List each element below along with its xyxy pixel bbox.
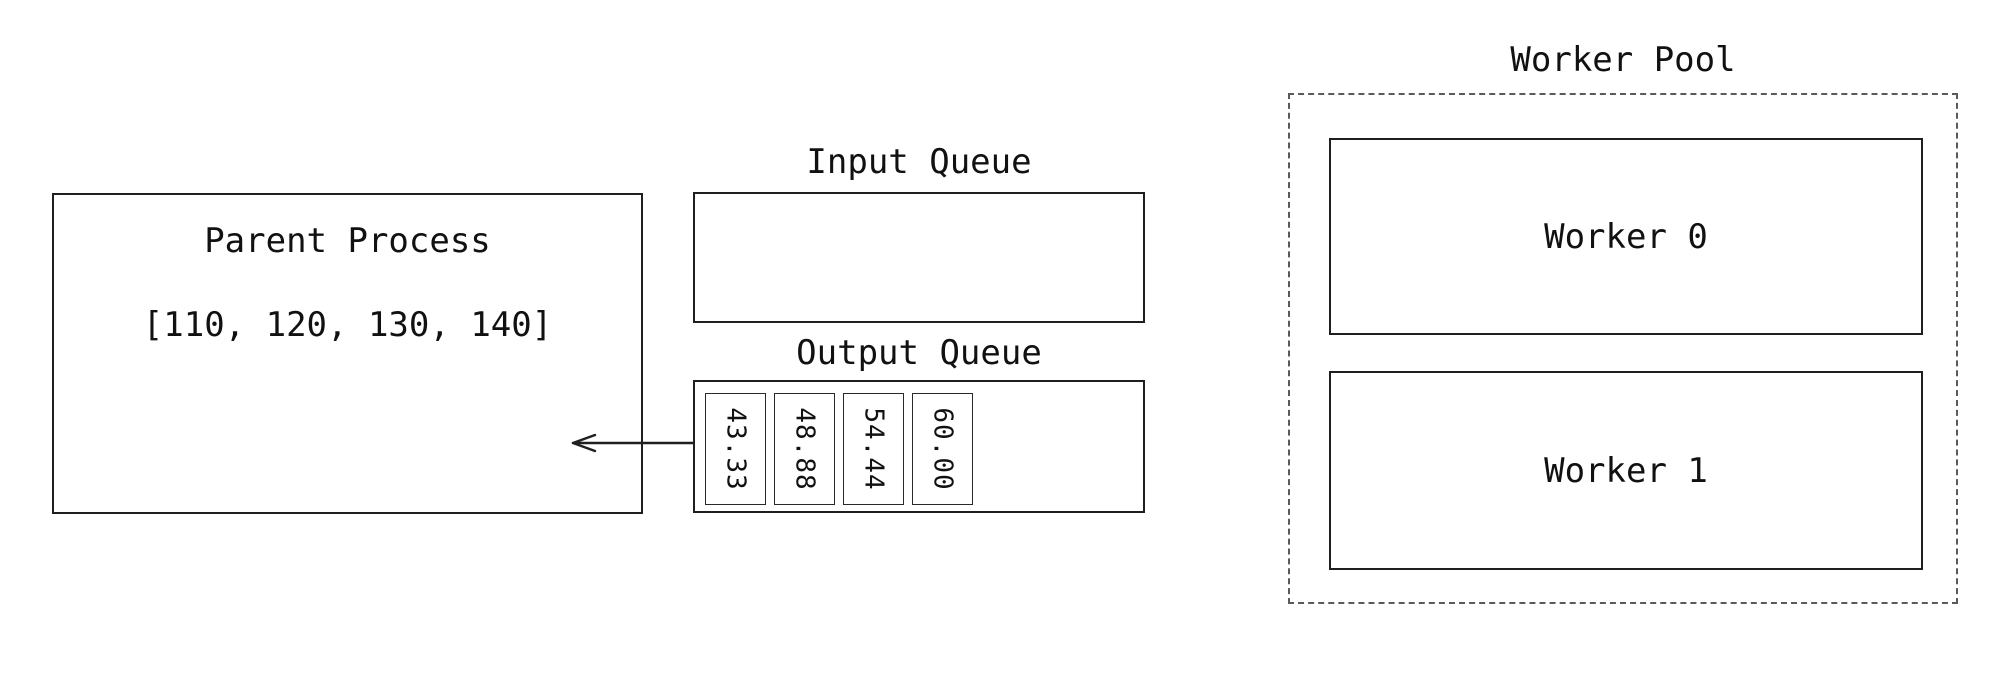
worker-1-label: Worker 1: [1544, 450, 1708, 491]
input-queue-box: [693, 192, 1145, 323]
output-queue-item: 60.00: [912, 393, 973, 505]
worker-0-label: Worker 0: [1544, 216, 1708, 257]
output-queue-item: 48.88: [774, 393, 835, 505]
output-queue-item-value: 60.00: [927, 407, 958, 491]
parent-process-box: Parent Process [110, 120, 130, 140]: [52, 193, 643, 514]
output-queue-item-value: 54.44: [858, 407, 889, 491]
output-to-parent-arrow: [566, 431, 694, 455]
parent-process-data-list: [110, 120, 130, 140]: [142, 305, 553, 345]
output-queue-item-value: 43.33: [720, 407, 751, 491]
worker-pool-title: Worker Pool: [1510, 40, 1736, 80]
output-queue-title: Output Queue: [796, 333, 1042, 373]
parent-process-title: Parent Process: [204, 221, 491, 261]
arrow-left-icon: [571, 433, 694, 453]
worker-pool-container: Worker 0 Worker 1: [1288, 93, 1958, 604]
input-queue-title: Input Queue: [806, 142, 1032, 182]
worker-1-box: Worker 1: [1329, 371, 1923, 570]
output-queue-item: 43.33: [705, 393, 766, 505]
output-queue-item: 54.44: [843, 393, 904, 505]
output-queue-box: 43.33 48.88 54.44 60.00: [693, 380, 1145, 513]
worker-0-box: Worker 0: [1329, 138, 1923, 335]
output-queue-item-value: 48.88: [789, 407, 820, 491]
